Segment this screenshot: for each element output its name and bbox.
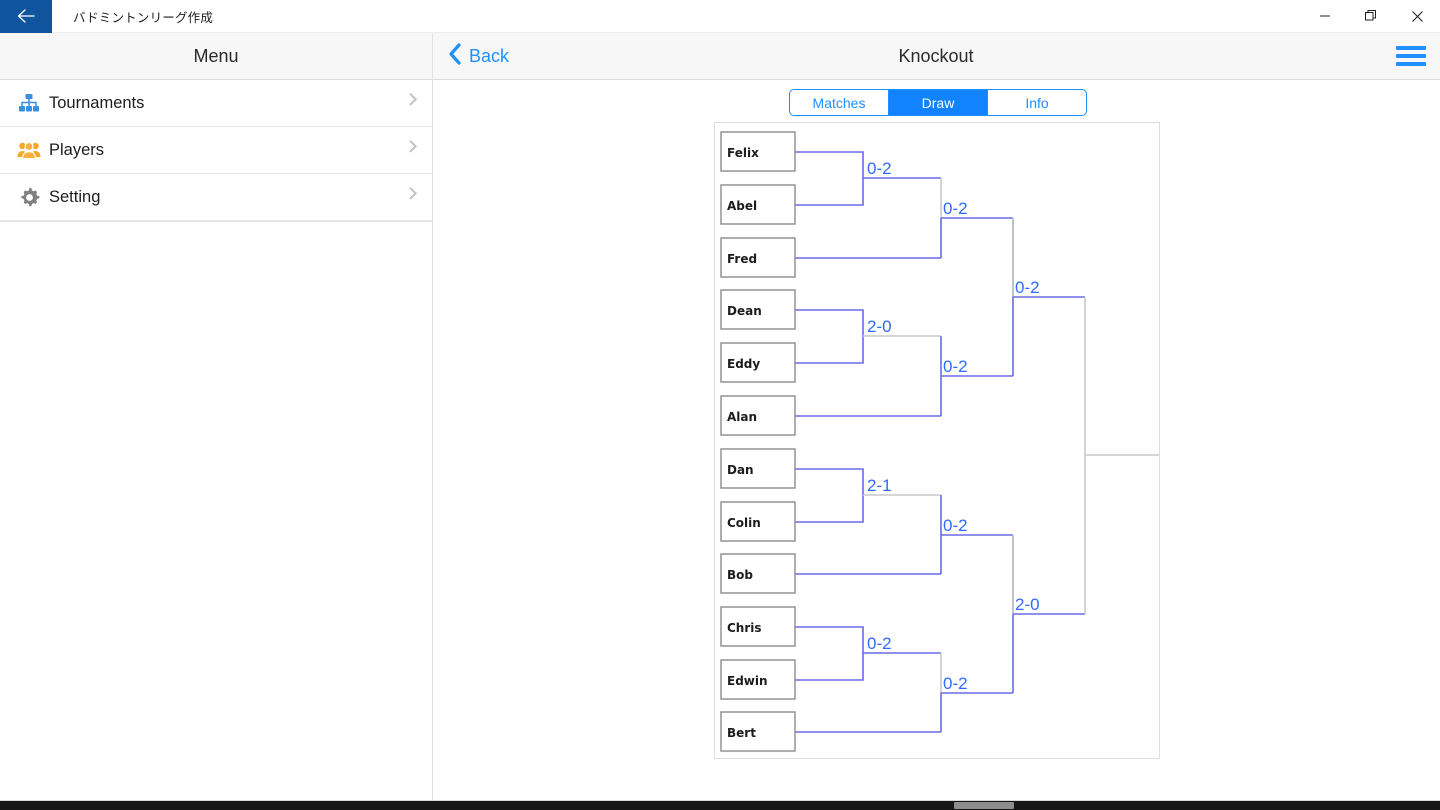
player-name: Bert xyxy=(727,726,756,740)
sidebar-menu-list: Tournaments Players xyxy=(0,80,432,222)
bracket-player-box[interactable]: Dean xyxy=(720,289,796,330)
app-header-bar: Menu Knockout Back xyxy=(0,33,1440,80)
player-name: Colin xyxy=(727,516,761,530)
knockout-bracket-panel: Felix Abel Fred Dean Eddy Alan xyxy=(714,122,1160,759)
chevron-right-icon xyxy=(404,186,418,200)
close-button[interactable] xyxy=(1394,0,1440,33)
window-controls xyxy=(1302,0,1440,33)
sidebar-item-label: Players xyxy=(49,140,105,159)
bracket-player-box[interactable]: Fred xyxy=(720,237,796,278)
sidebar-item-label: Setting xyxy=(49,187,101,206)
sidebar-item-label: Tournaments xyxy=(49,93,145,112)
knockout-bracket-diagram[interactable]: Felix Abel Fred Dean Eddy Alan xyxy=(715,123,1159,758)
match-score[interactable]: 2-1 xyxy=(867,476,892,495)
chevron-right-icon xyxy=(404,139,418,153)
match-score[interactable]: 0-2 xyxy=(1015,278,1040,297)
match-score[interactable]: 0-2 xyxy=(867,634,892,653)
org-chart-icon xyxy=(14,91,44,115)
player-name: Felix xyxy=(727,146,759,160)
chevron-left-icon xyxy=(448,42,462,70)
match-score[interactable]: 0-2 xyxy=(867,159,892,178)
sidebar-item-setting[interactable]: Setting xyxy=(0,174,432,221)
window-titlebar: バドミントンリーグ作成 xyxy=(0,0,1440,33)
header-divider xyxy=(432,33,433,79)
hamburger-bar-1 xyxy=(1396,46,1426,50)
bracket-player-box[interactable]: Bob xyxy=(720,553,796,594)
bracket-player-box[interactable]: Chris xyxy=(720,606,796,647)
app-title: バドミントンリーグ作成 xyxy=(73,10,214,25)
tab-matches[interactable]: Matches xyxy=(790,90,889,115)
page-title: Knockout xyxy=(898,45,974,66)
player-name: Abel xyxy=(727,199,757,213)
maximize-restore-button[interactable] xyxy=(1348,0,1394,33)
view-mode-segmented-control[interactable]: Matches Draw Info xyxy=(789,89,1087,116)
gear-icon xyxy=(14,185,44,209)
player-name: Edwin xyxy=(727,674,768,688)
player-name: Fred xyxy=(727,252,757,266)
bracket-player-box[interactable]: Dan xyxy=(720,448,796,489)
player-name: Alan xyxy=(727,410,757,424)
hamburger-menu-icon[interactable] xyxy=(1396,41,1426,71)
match-score[interactable]: 0-2 xyxy=(943,516,968,535)
bracket-player-box[interactable]: Bert xyxy=(720,711,796,752)
match-score[interactable]: 2-0 xyxy=(867,317,892,336)
sidebar-item-players[interactable]: Players xyxy=(0,127,432,174)
bracket-player-box[interactable]: Colin xyxy=(720,501,796,542)
hamburger-bar-2 xyxy=(1396,54,1426,58)
back-button-label: Back xyxy=(469,45,510,66)
tab-info[interactable]: Info xyxy=(1025,94,1049,111)
chevron-right-icon xyxy=(404,92,418,106)
sidebar-content-divider xyxy=(432,80,433,802)
hamburger-bar-3 xyxy=(1396,62,1426,66)
bracket-player-box[interactable]: Eddy xyxy=(720,342,796,383)
main-content: Matches Draw Info xyxy=(433,80,1440,802)
match-score[interactable]: 0-2 xyxy=(943,674,968,693)
player-name: Dan xyxy=(727,463,754,477)
window-back-button[interactable] xyxy=(0,0,52,33)
match-score[interactable]: 0-2 xyxy=(943,357,968,376)
back-button[interactable]: Back xyxy=(438,33,519,79)
player-name: Chris xyxy=(727,621,762,635)
bracket-player-box[interactable]: Edwin xyxy=(720,659,796,700)
player-name: Bob xyxy=(727,568,753,582)
bracket-player-box[interactable]: Felix xyxy=(720,131,796,172)
tab-draw[interactable]: Draw xyxy=(889,90,988,115)
horizontal-scrollbar[interactable] xyxy=(0,801,1440,810)
bracket-player-box[interactable]: Abel xyxy=(720,184,796,225)
player-name: Dean xyxy=(727,304,762,318)
people-group-icon xyxy=(14,138,44,162)
horizontal-scrollbar-thumb[interactable] xyxy=(954,802,1014,809)
match-score[interactable]: 0-2 xyxy=(943,199,968,218)
bracket-player-box[interactable]: Alan xyxy=(720,395,796,436)
player-name: Eddy xyxy=(727,357,760,371)
sidebar-item-tournaments[interactable]: Tournaments xyxy=(0,80,432,127)
content-bottom-border xyxy=(0,800,1440,801)
match-score[interactable]: 2-0 xyxy=(1015,595,1040,614)
sidebar: Tournaments Players xyxy=(0,80,432,810)
minimize-button[interactable] xyxy=(1302,0,1348,33)
arrow-left-icon xyxy=(16,8,36,24)
menu-panel-title: Menu xyxy=(193,45,239,66)
